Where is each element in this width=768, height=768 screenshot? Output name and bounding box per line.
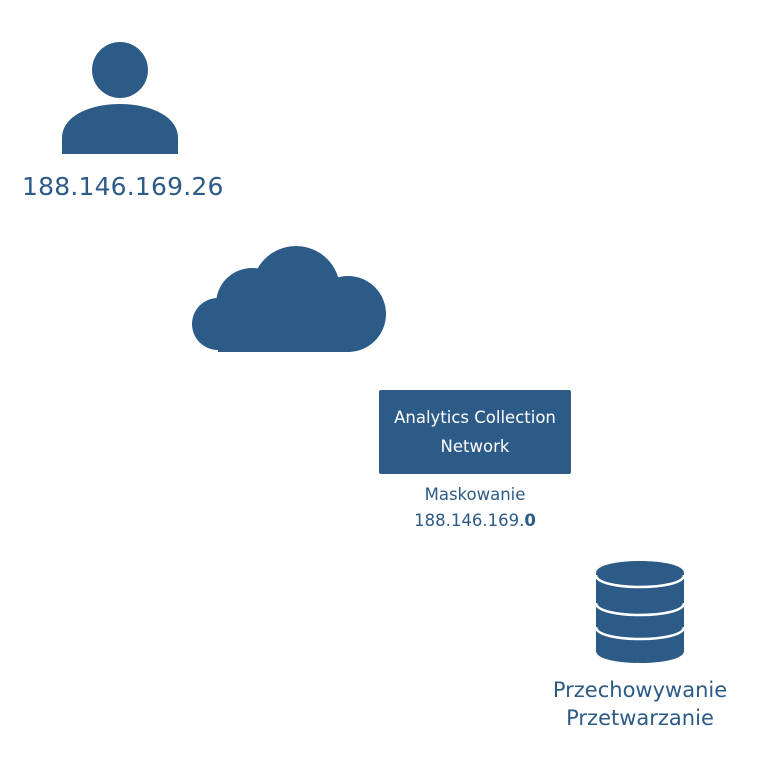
storage-label: Przechowywanie Przetwarzanie bbox=[520, 676, 760, 732]
box-title-line2: Network bbox=[440, 437, 510, 456]
storage-label-line1: Przechowywanie bbox=[552, 678, 728, 702]
database-icon bbox=[596, 561, 684, 663]
masked-ip-prefix: 188.146.169. bbox=[414, 511, 525, 530]
masked-ip: 188.146.169.0 bbox=[379, 508, 571, 534]
masking-info: Maskowanie 188.146.169.0 bbox=[379, 482, 571, 534]
masked-ip-suffix: 0 bbox=[524, 511, 536, 530]
cloud-icon bbox=[192, 246, 386, 352]
user-ip-label: 188.146.169.26 bbox=[22, 172, 224, 201]
user-icon bbox=[62, 42, 178, 154]
analytics-collection-network-box: Analytics Collection Network bbox=[379, 390, 571, 474]
storage-label-line2: Przetwarzanie bbox=[566, 706, 714, 730]
masking-label: Maskowanie bbox=[424, 485, 526, 504]
box-title-line1: Analytics Collection bbox=[394, 408, 556, 427]
